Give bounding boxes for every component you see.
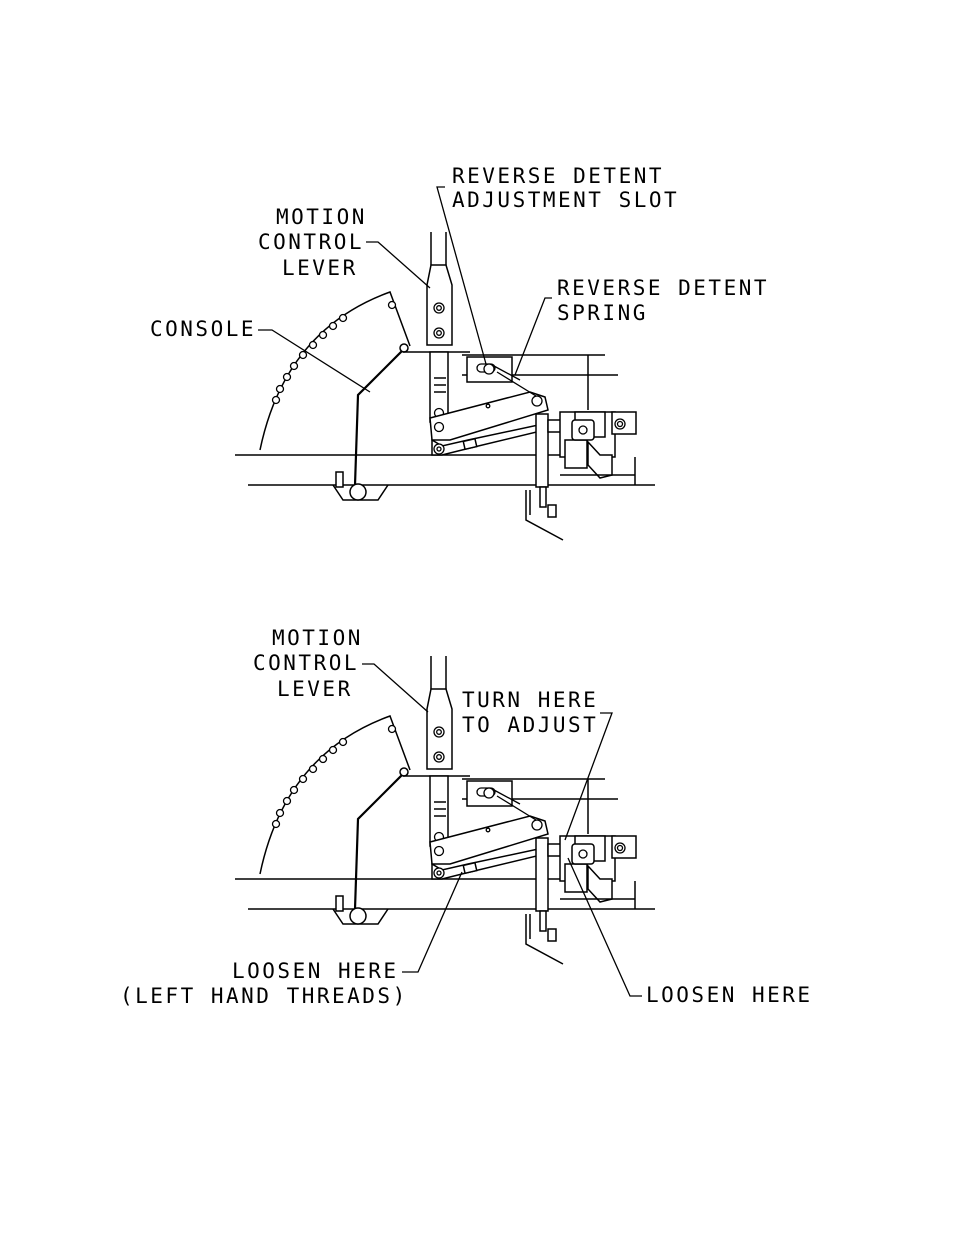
label-text: (LEFT HAND THREADS) [120, 984, 408, 1008]
label-text: LOOSEN HERE [646, 983, 813, 1007]
label-text: LEVER [277, 677, 353, 701]
label-text: MOTION [276, 205, 367, 229]
label-reverse-detent-adjustment-slot: REVERSE DETENT ADJUSTMENT SLOT [452, 164, 679, 212]
label-text: LEVER [282, 256, 358, 280]
label-text: CONSOLE [150, 317, 256, 341]
label-reverse-detent-spring: REVERSE DETENT SPRING [557, 276, 769, 325]
top-leader-lines [258, 186, 552, 393]
label-turn-here-to-adjust: TURN HERE TO ADJUST [462, 688, 598, 737]
label-loosen-here-right: LOOSEN HERE [646, 983, 813, 1007]
label-text: TURN HERE [462, 688, 598, 712]
label-text: MOTION [272, 626, 363, 650]
label-text: LOOSEN HERE [232, 959, 399, 983]
label-motion-control-lever-top: MOTION CONTROL LEVER [258, 205, 367, 280]
label-text: ADJUSTMENT SLOT [452, 188, 679, 212]
label-text: SPRING [557, 301, 648, 325]
label-text: TO ADJUST [462, 713, 598, 737]
label-motion-control-lever-bottom: MOTION CONTROL LEVER [253, 626, 363, 701]
bottom-leader-lines [362, 663, 642, 997]
label-text: CONTROL [253, 651, 359, 675]
label-text: REVERSE DETENT [557, 276, 769, 300]
label-text: REVERSE DETENT [452, 164, 664, 188]
label-text: CONTROL [258, 230, 364, 254]
label-loosen-here-left-hand-threads: LOOSEN HERE (LEFT HAND THREADS) [120, 959, 408, 1008]
label-console: CONSOLE [150, 317, 256, 341]
